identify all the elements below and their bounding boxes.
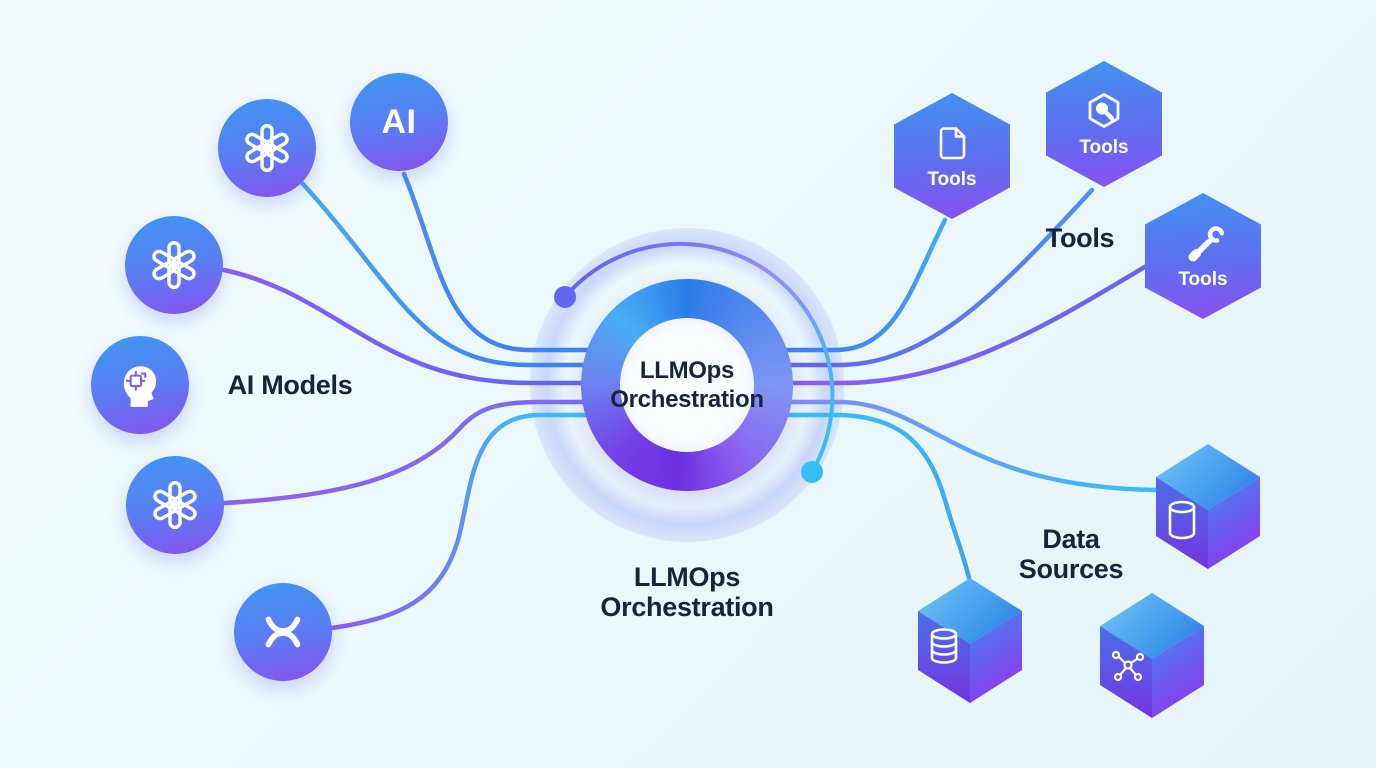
bottom-caption-line2: Orchestration bbox=[600, 592, 774, 622]
orbit-arc bbox=[563, 241, 835, 474]
hex-label: Tools bbox=[927, 169, 977, 190]
connector-cube-dbstack bbox=[685, 412, 972, 581]
data-cube-network bbox=[1100, 593, 1204, 718]
ai-head-circuit-icon bbox=[115, 360, 165, 410]
ai-model-node-openai-2 bbox=[125, 216, 223, 314]
hex-label: Tools bbox=[1178, 269, 1228, 290]
bottom-caption: LLMOps Orchestration bbox=[562, 562, 812, 622]
hexagon-search-icon bbox=[1082, 89, 1126, 133]
orchestration-ring: LLMOps Orchestration bbox=[581, 279, 793, 491]
xrp-x-icon bbox=[257, 606, 309, 658]
tools-hex-search: Tools bbox=[1046, 61, 1162, 187]
connector-hex-tools bbox=[685, 262, 1151, 386]
connector-xrp bbox=[329, 412, 691, 631]
ai-models-label: AI Models bbox=[227, 370, 353, 400]
openai-logo-icon bbox=[241, 122, 293, 174]
data-sources-line1: Data bbox=[1042, 524, 1100, 554]
connector-ai-badge bbox=[401, 171, 691, 353]
connector-hex-document bbox=[685, 217, 948, 353]
tools-label: Tools bbox=[1045, 223, 1115, 253]
ai-model-node-openai-1 bbox=[218, 99, 316, 197]
data-cube-dbstack bbox=[918, 578, 1022, 703]
data-sources-line2: Sources bbox=[1018, 554, 1124, 584]
orbit-dot-top bbox=[554, 286, 576, 308]
ai-model-node-xrp bbox=[234, 583, 332, 681]
connector-openai-2 bbox=[221, 267, 691, 386]
tools-hex-wrench: Tools bbox=[1145, 193, 1261, 319]
ai-model-node-head bbox=[91, 336, 189, 434]
hex-label: Tools bbox=[1079, 137, 1129, 158]
connector-openai-1 bbox=[299, 180, 691, 368]
wrench-screwdriver-icon bbox=[1181, 221, 1225, 265]
ai-model-node-openai-3 bbox=[126, 456, 224, 554]
connector-cube-cylinder bbox=[685, 399, 1161, 493]
orbit-dot-bottom bbox=[801, 461, 823, 483]
openai-logo-icon bbox=[148, 239, 200, 291]
ai-badge-text: AI bbox=[381, 102, 417, 141]
data-cube-cylinder bbox=[1156, 444, 1260, 569]
data-sources-label: Data Sources bbox=[991, 524, 1151, 584]
connector-openai-3 bbox=[222, 399, 691, 506]
bottom-caption-line1: LLMOps bbox=[633, 562, 741, 592]
ring-title-line2: Orchestration bbox=[610, 386, 764, 413]
document-icon bbox=[930, 121, 974, 165]
ai-model-node-ai-badge: AI bbox=[350, 73, 448, 171]
ring-title-line1: LLMOps bbox=[639, 357, 735, 384]
connector-hex-search bbox=[685, 187, 1095, 368]
orchestration-ring-core: LLMOps Orchestration bbox=[610, 318, 764, 452]
openai-logo-icon bbox=[149, 479, 201, 531]
